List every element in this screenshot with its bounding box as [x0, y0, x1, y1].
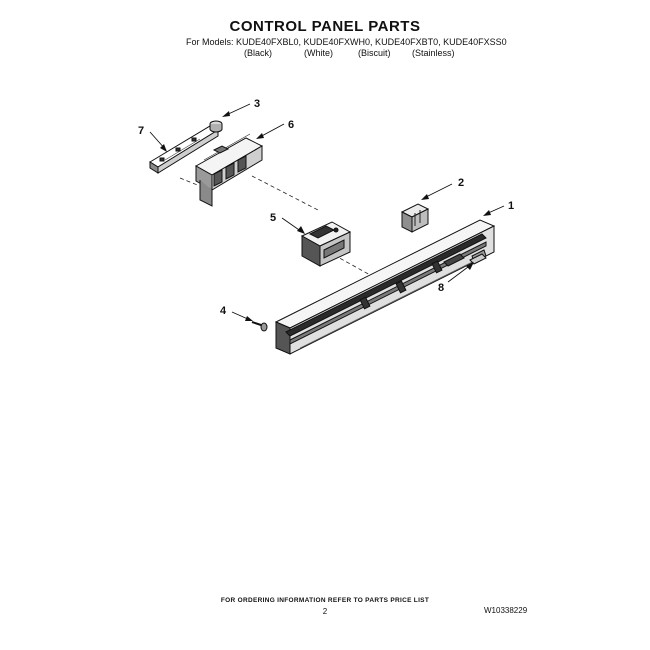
callout-7: 7: [138, 125, 144, 137]
color-label-biscuit: (Biscuit): [358, 48, 391, 58]
part-3-knob: [209, 120, 223, 133]
leader-4-arrow: [245, 316, 253, 321]
color-label-stainless: (Stainless): [412, 48, 455, 58]
assembly-line-6-5: [251, 175, 319, 211]
part-8-tab: [469, 253, 487, 265]
ordering-note: FOR ORDERING INFORMATION REFER TO PARTS …: [220, 597, 430, 604]
page-title: CONTROL PANEL PARTS: [229, 18, 421, 35]
callout-4: 4: [220, 305, 227, 317]
part-4-screw: [251, 321, 268, 332]
leader-2-arrow: [421, 194, 429, 200]
leader-6-arrow: [256, 133, 264, 139]
part-6-housing: [194, 133, 264, 207]
part-1-control-panel: [274, 219, 496, 355]
callout-3: 3: [254, 98, 260, 110]
leader-5-arrow: [297, 226, 305, 234]
color-label-black: (Black): [244, 48, 273, 58]
part-2-clip: [400, 203, 430, 233]
callout-5: 5: [270, 212, 276, 224]
callout-6: 6: [288, 119, 294, 131]
models-line: For Models: KUDE40FXBL0, KUDE40FXWH0, KU…: [186, 37, 507, 47]
callout-8: 8: [438, 282, 444, 294]
part-5-module: [300, 221, 352, 267]
callout-1: 1: [508, 200, 514, 212]
leader-7-arrow: [160, 144, 167, 152]
leader-2: [423, 183, 453, 199]
assembly-line-7-6: [179, 177, 211, 191]
leader-3-arrow: [222, 111, 230, 117]
color-label-white: (White): [304, 48, 333, 58]
callout-2: 2: [458, 177, 464, 189]
page-number: 2: [322, 607, 328, 616]
leader-1-arrow: [483, 210, 491, 216]
model-colors: (Black) (White) (Biscuit) (Stainless): [186, 48, 466, 60]
document-number: W10338229: [484, 606, 528, 615]
leader-8-arrow: [466, 262, 474, 270]
assembly-line-5-1: [333, 254, 373, 277]
